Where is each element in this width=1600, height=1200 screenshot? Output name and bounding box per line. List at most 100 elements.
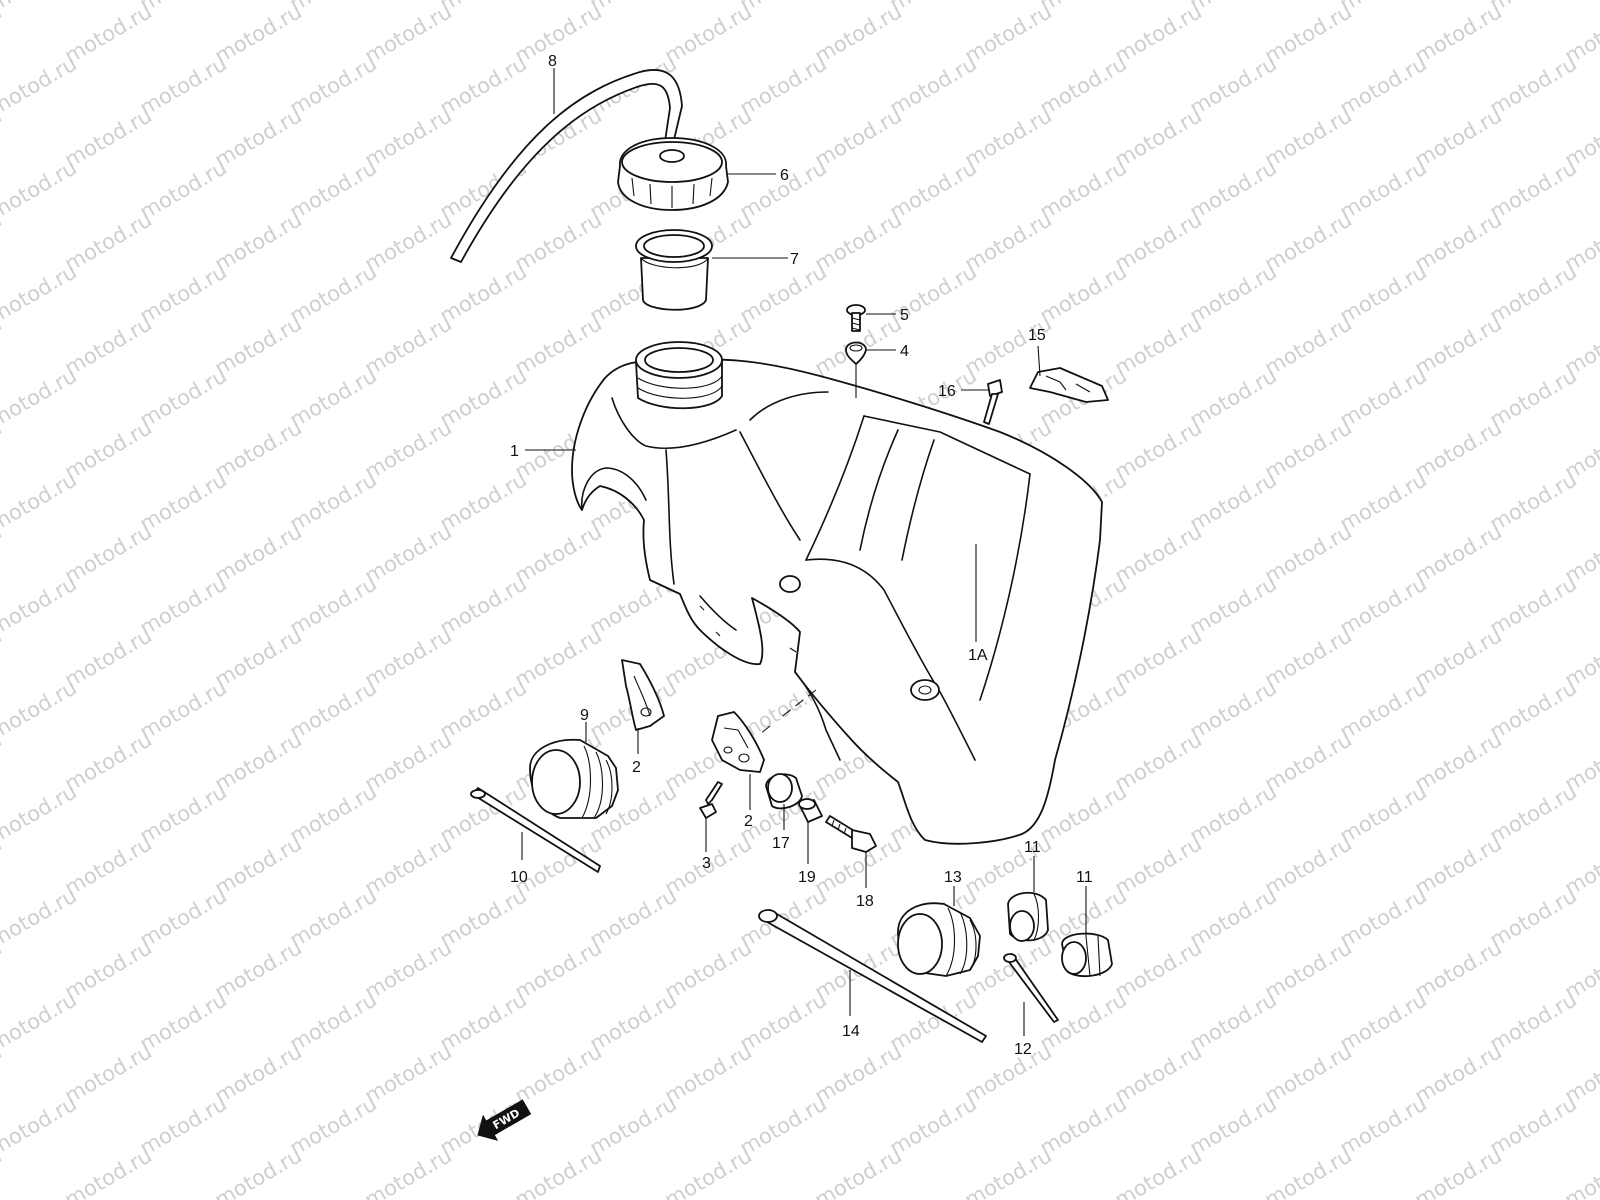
watermark-text: motod.ru — [586, 883, 681, 952]
watermark-text: motod.ru — [811, 1039, 906, 1108]
watermark-text: motod.ru — [811, 207, 906, 276]
watermark-text: motod.ru — [211, 519, 306, 588]
watermark-text: motod.ru — [211, 311, 306, 380]
watermark-text: motod.ru — [1111, 311, 1206, 380]
watermark-text: motod.ru — [211, 727, 306, 796]
callout-2-right: 2 — [744, 813, 753, 830]
watermark-text: motod.ru — [1411, 311, 1506, 380]
watermark-text: motod.ru — [1486, 1091, 1581, 1160]
watermark-text: motod.ru — [1486, 51, 1581, 120]
callout-2-left: 2 — [632, 759, 641, 776]
watermark-text: motod.ru — [1261, 207, 1356, 276]
watermark-text: motod.ru — [0, 363, 81, 432]
watermark-text: motod.ru — [61, 1143, 156, 1200]
watermark-text: motod.ru — [61, 0, 156, 68]
watermark-text: motod.ru — [886, 1091, 981, 1160]
watermark-text: motod.ru — [61, 831, 156, 900]
watermark-text: motod.ru — [1111, 1039, 1206, 1108]
watermark-text: motod.ru — [136, 883, 231, 952]
bracket-2-right — [711, 711, 765, 773]
watermark-text: motod.ru — [511, 207, 606, 276]
watermark-text: motod.ru — [136, 51, 231, 120]
callout-7: 7 — [790, 251, 799, 268]
watermark-text: motod.ru — [0, 987, 81, 1056]
watermark-text: motod.ru — [811, 103, 906, 172]
watermark-text: motod.ru — [211, 103, 306, 172]
rubber-boot-9 — [529, 738, 619, 819]
watermark-text: motod.ru — [0, 51, 81, 120]
watermark-text: motod.ru — [1111, 415, 1206, 484]
watermark-text: motod.ru — [1411, 727, 1506, 796]
screw-3 — [699, 781, 723, 819]
watermark-text: motod.ru — [136, 987, 231, 1056]
watermark-text: motod.ru — [1336, 1091, 1431, 1160]
watermark-text: motod.ru — [511, 623, 606, 692]
cable-tie-12 — [1003, 953, 1059, 1023]
watermark-text: motod.ru — [1036, 155, 1131, 224]
watermark-text: motod.ru — [0, 779, 81, 848]
watermark-text: motod.ru — [1336, 987, 1431, 1056]
watermark-text: motod.ru — [1186, 155, 1281, 224]
watermark-text: motod.ru — [1186, 987, 1281, 1056]
watermark-text: motod.ru — [811, 0, 906, 68]
callout-13: 13 — [944, 869, 962, 886]
watermark-text: motod.ru — [211, 207, 306, 276]
watermark-text: motod.ru — [1336, 51, 1431, 120]
watermark-text: motod.ru — [211, 623, 306, 692]
watermark-text: motod.ru — [1261, 0, 1356, 68]
watermark-text: motod.ru — [136, 1091, 231, 1160]
arrow-left-icon — [477, 1099, 532, 1141]
watermark-text: motod.ru — [286, 883, 381, 952]
watermark-text: motod.ru — [736, 155, 831, 224]
watermark-text: motod.ru — [361, 1039, 456, 1108]
watermark-text: motod.ru — [361, 519, 456, 588]
filler-neck-ring — [635, 229, 713, 311]
watermark-text: motod.ru — [511, 1143, 606, 1200]
fuel-cap — [617, 137, 729, 211]
watermark-text: motod.ru — [211, 935, 306, 1004]
watermark-text: motod.ru — [1336, 259, 1431, 328]
watermark-text: motod.ru — [1111, 207, 1206, 276]
watermark-text: motod.ru — [136, 259, 231, 328]
watermark-text: motod.ru — [1411, 415, 1506, 484]
watermark-text: motod.ru — [661, 0, 756, 68]
watermark-text: motod.ru — [1486, 571, 1581, 640]
watermark-text: motod.ru — [0, 571, 81, 640]
callout-labels: 8 6 7 5 4 15 16 1 1A 9 2 2 3 17 19 18 10… — [510, 53, 1093, 1058]
watermark-text: motod.ru — [1261, 727, 1356, 796]
watermark-text: motod.ru — [211, 1143, 306, 1200]
watermark-text: motod.ru — [511, 519, 606, 588]
watermark-text: motod.ru — [0, 467, 81, 536]
watermark-text: motod.ru — [1186, 1091, 1281, 1160]
watermark-text: motod.ru — [1336, 675, 1431, 744]
watermark-text: motod.ru — [1561, 1143, 1600, 1200]
watermark-text: motod.ru — [436, 987, 531, 1056]
watermark-text: motod.ru — [961, 0, 1056, 68]
cable-tie-10 — [470, 787, 601, 873]
watermark-text: motod.ru — [661, 1143, 756, 1200]
watermark-text: motod.ru — [736, 987, 831, 1056]
watermark-text: motod.ru — [211, 831, 306, 900]
watermark-text: motod.ru — [1111, 935, 1206, 1004]
watermark-text: motod.ru — [361, 1143, 456, 1200]
watermark-text: motod.ru — [1261, 623, 1356, 692]
watermark-text: motod.ru — [61, 519, 156, 588]
watermark-text: motod.ru — [1486, 883, 1581, 952]
watermark-text: motod.ru — [436, 51, 531, 120]
watermark-text: motod.ru — [286, 259, 381, 328]
watermark-text: motod.ru — [0, 675, 81, 744]
watermark-text: motod.ru — [211, 1039, 306, 1108]
collar-19 — [798, 798, 823, 823]
watermark-text: motod.ru — [961, 311, 1056, 380]
watermark-text: motod.ru — [136, 675, 231, 744]
watermark-text: motod.ru — [586, 1091, 681, 1160]
watermark-text: motod.ru — [286, 51, 381, 120]
watermark-text: motod.ru — [1186, 363, 1281, 432]
callout-3: 3 — [702, 855, 711, 872]
watermark-text: motod.ru — [1186, 883, 1281, 952]
watermark-text: motod.ru — [1261, 1039, 1356, 1108]
watermark-text: motod.ru — [286, 779, 381, 848]
watermark-text: motod.ru — [1261, 519, 1356, 588]
watermark-text: motod.ru — [586, 987, 681, 1056]
